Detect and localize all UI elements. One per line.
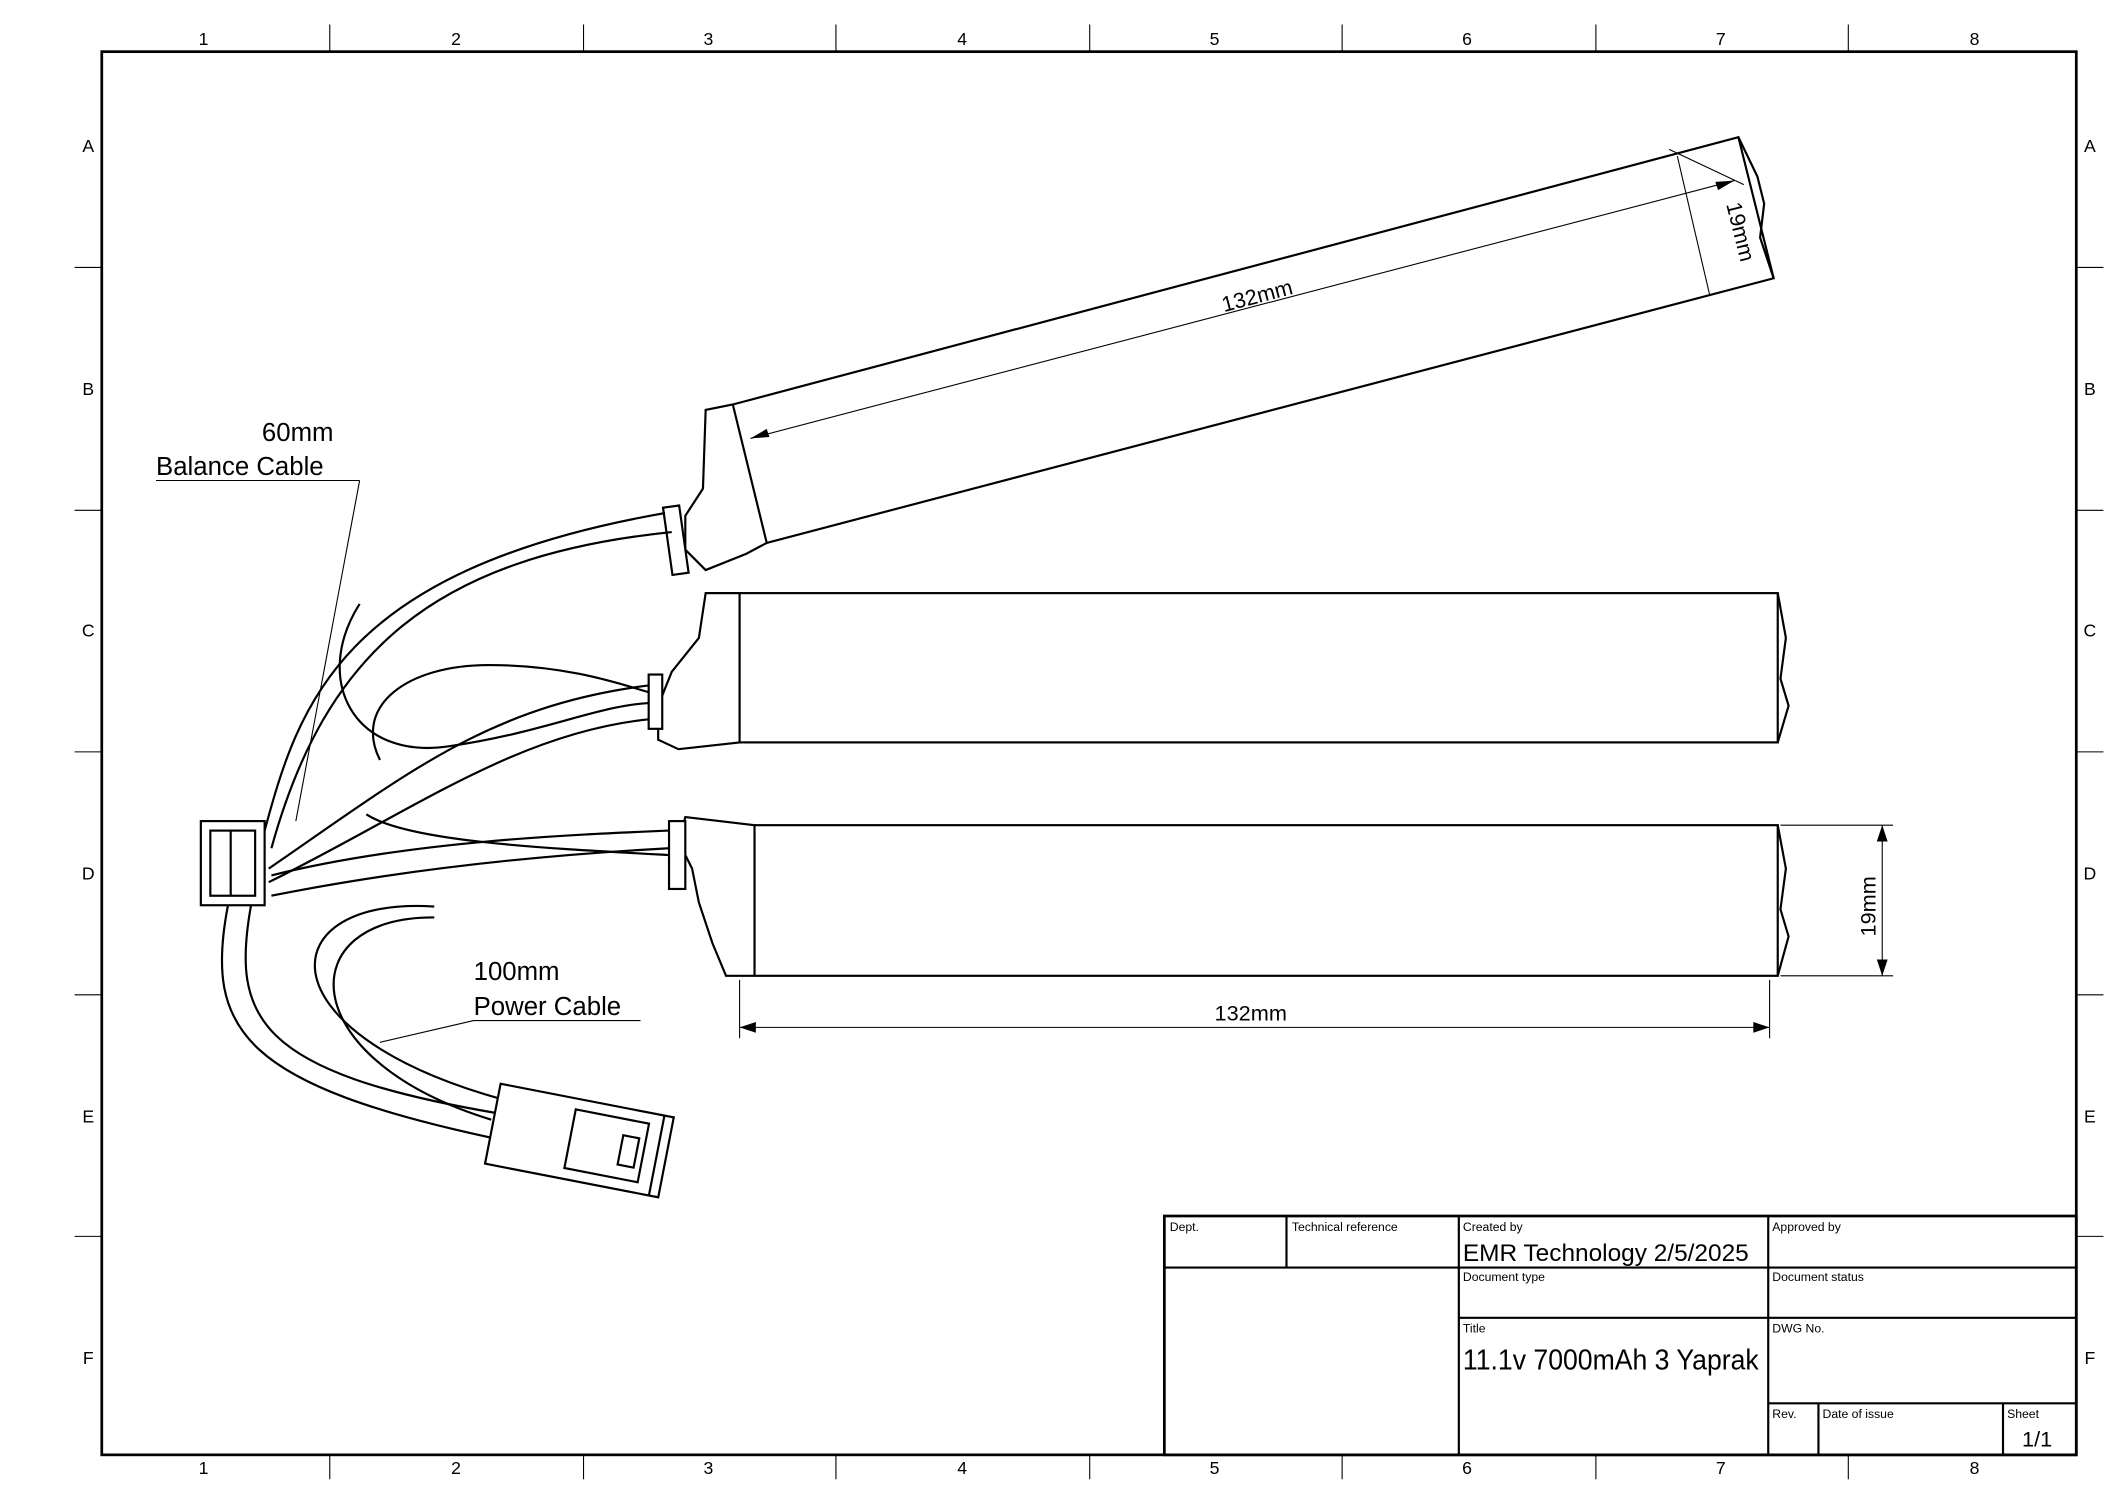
grid-row-label: B [2084,379,2096,399]
grid-row-label: F [83,1348,94,1368]
grid-column-label: 8 [1970,1458,1980,1478]
grid-column-label: 8 [1970,29,1980,49]
balance-cable-label: Balance Cable [156,453,324,481]
doc-status-label: Document status [1772,1270,1864,1284]
dim-bottom-length: 132mm [1215,1001,1287,1026]
grid-column-label: 7 [1716,29,1726,49]
grid-row-label: E [82,1106,94,1126]
grid-column-label: 4 [957,1458,967,1478]
title-label: Title [1463,1322,1486,1336]
drawing-border [100,50,2078,1457]
sheet-value: 1/1 [2022,1427,2052,1452]
grid-column-label: 4 [957,29,967,49]
grid-column-label: 6 [1462,1458,1472,1478]
balance-length-label: 60mm [262,419,334,447]
grid-column-label: 2 [451,1458,461,1478]
grid-column-label: 5 [1210,1458,1220,1478]
balance-connector [199,820,266,907]
grid-row-label: C [82,621,95,641]
grid-row-label: A [82,136,94,156]
grid-column-label: 3 [703,1458,713,1478]
grid-column-label: 3 [703,29,713,49]
grid-row-label: E [2084,1106,2096,1126]
battery-cell-bottom: 132mm 19mm [667,815,1894,1039]
sheet-label: Sheet [2007,1407,2039,1421]
cable-labels: 60mm Balance Cable 100mm Power Cable [156,419,641,1043]
grid-column-label: 2 [451,29,461,49]
grid-row-label: C [2083,621,2096,641]
grid-row-label: B [82,379,94,399]
dwg-no-label: DWG No. [1772,1322,1824,1336]
grid-column-label: 1 [199,29,209,49]
grid-column-label: 1 [199,1458,209,1478]
grid-column-label: 5 [1210,29,1220,49]
battery-cell-middle [647,592,1790,751]
power-connector [483,1082,676,1199]
doc-type-label: Document type [1463,1270,1545,1284]
battery-cell-top: 132mm 19mm [661,135,1775,577]
power-cable-label: Power Cable [474,993,622,1021]
grid-row-label: D [2083,863,2096,883]
grid-row-label: D [82,863,95,883]
grid-row-label: A [2084,136,2096,156]
dim-bottom-width: 19mm [1855,876,1880,936]
grid-column-label: 7 [1716,1458,1726,1478]
dept-label: Dept. [1170,1220,1199,1234]
grid-column-label: 6 [1462,29,1472,49]
title-value: 11.1v 7000mAh 3 Yaprak [1463,1344,1760,1376]
grid-row-label: F [2084,1348,2095,1368]
approved-by-label: Approved by [1772,1220,1841,1234]
rev-label: Rev. [1772,1407,1796,1421]
cables [220,511,672,1142]
created-by-label: Created by [1463,1220,1524,1234]
created-by-value: EMR Technology 2/5/2025 [1463,1240,1749,1267]
tech-ref-label: Technical reference [1292,1220,1398,1234]
date-issue-label: Date of issue [1823,1407,1894,1421]
title-block: Dept. Technical reference Created by EMR… [1162,1214,2078,1457]
power-length-label: 100mm [474,958,560,986]
